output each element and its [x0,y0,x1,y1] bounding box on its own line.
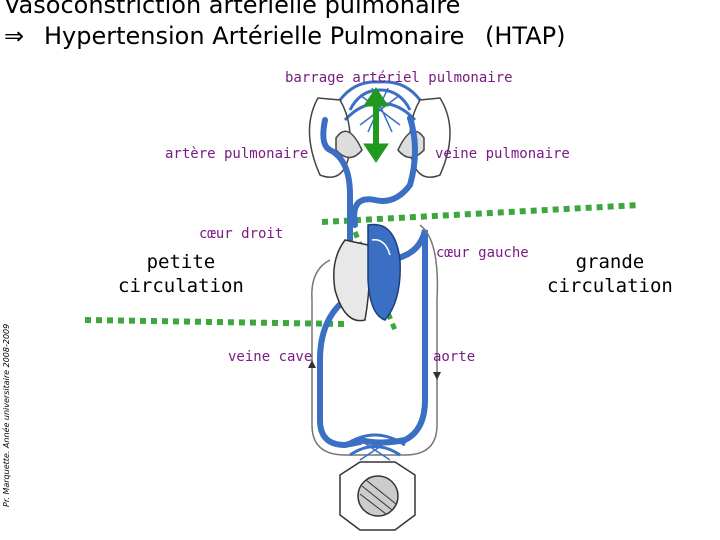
pulmonary-artery-vessel [320,117,353,243]
aorta-vessel [357,229,428,446]
grande-line-2: circulation [547,275,673,297]
label-coeur-gauche: cœur gauche [436,245,529,261]
label-barrage: barrage artériel pulmonaire [285,70,513,86]
htap-abbrev: (HTAP) [485,22,566,50]
label-grande-circulation: grande circulation [547,250,673,298]
label-aorte: aorte [433,349,476,365]
implies-arrow: ⇒ [4,22,25,50]
label-coeur-droit: cœur droit [199,226,284,242]
petite-line-2: circulation [118,275,244,297]
blood-vessels [317,115,428,449]
petite-line-1: petite [146,251,216,273]
title-line-2-text: Hypertension Artérielle Pulmonaire [44,22,465,50]
vessel-outlines [311,224,439,456]
label-artere-pulmonaire: artère pulmonaire [165,146,309,162]
vena-cava-vessel [317,297,363,449]
pulmonary-capillaries [338,80,422,133]
flow-arrow-down [433,372,441,380]
systemic-capillaries [344,433,406,461]
grande-line-1: grande [575,251,645,273]
lower-separator-line [84,317,346,327]
barrage-double-arrow [363,87,389,163]
organ-outline [339,461,416,531]
flow-arrow-up [308,360,316,368]
heart [333,223,401,322]
label-veine-cave: veine cave [228,349,313,365]
left-heart [367,223,401,321]
label-petite-circulation: petite circulation [118,250,244,298]
title-line-2: ⇒ Hypertension Artérielle Pulmonaire [4,22,464,50]
label-veine-pulmonaire: veine pulmonaire [435,146,570,162]
author-credit: Pr. Marquette. Année universitaire 2008-… [2,323,11,507]
upper-separator-line [321,202,641,225]
title-line-1: Vasoconstriction artérielle pulmonaire [4,0,461,19]
flow-arrows [308,360,441,380]
pulmonary-vein-vessel [351,115,418,228]
